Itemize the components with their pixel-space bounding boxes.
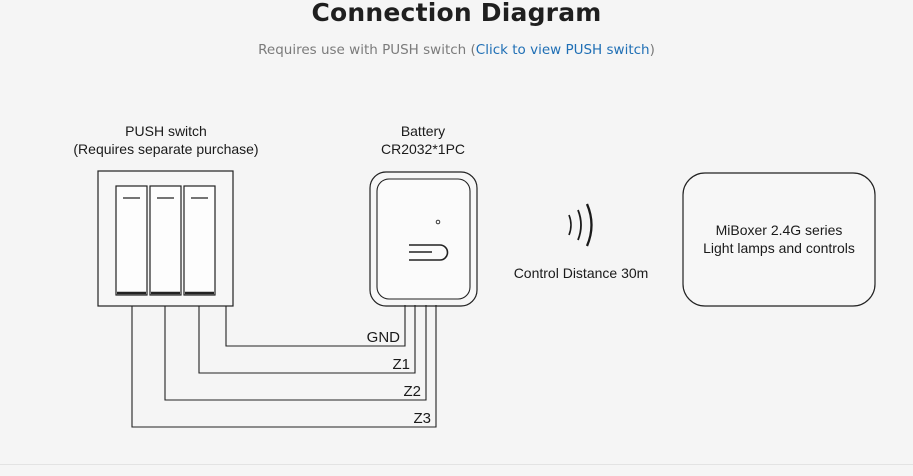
view-push-switch-link[interactable]: Click to view PUSH switch: [475, 42, 650, 58]
wire-z3: [131, 305, 437, 428]
led-indicator-icon: [435, 219, 441, 225]
wire-label-gnd: GND: [367, 329, 401, 346]
push-switch-sublabel: (Requires separate purchase): [73, 141, 258, 157]
battery-label: Battery: [401, 123, 445, 139]
miboxer-series-label: MiBoxer 2.4G series: [716, 222, 843, 238]
wire-label-z1: Z1: [392, 356, 410, 373]
push-switch-button: [149, 185, 182, 296]
battery-type-label: CR2032*1PC: [381, 141, 465, 157]
wire-gnd: [225, 305, 406, 347]
miboxer-description-label: Light lamps and controls: [703, 240, 855, 256]
push-switch-button: [115, 185, 148, 296]
subtitle-text-after: ): [649, 42, 655, 58]
wireless-signal-icon: [568, 203, 593, 247]
push-switch-panel: [97, 170, 234, 307]
hook-button-icon: [409, 244, 449, 261]
subtitle-text-before: Requires use with PUSH switch (: [258, 42, 476, 58]
push-switch-button: [183, 185, 216, 296]
miboxer-controller-box: MiBoxer 2.4G series Light lamps and cont…: [682, 172, 876, 307]
wire-label-z3: Z3: [413, 410, 431, 427]
wiring: [131, 305, 437, 428]
page-title: Connection Diagram: [311, 0, 602, 27]
push-switch-label: PUSH switch: [125, 123, 207, 139]
receiver-module: [369, 171, 478, 307]
wire-z1: [198, 305, 416, 374]
wire-label-z2: Z2: [403, 383, 421, 400]
wire-z2: [164, 305, 427, 401]
control-distance-label: Control Distance 30m: [514, 265, 649, 281]
page-subtitle: Requires use with PUSH switch (Click to …: [0, 42, 913, 58]
